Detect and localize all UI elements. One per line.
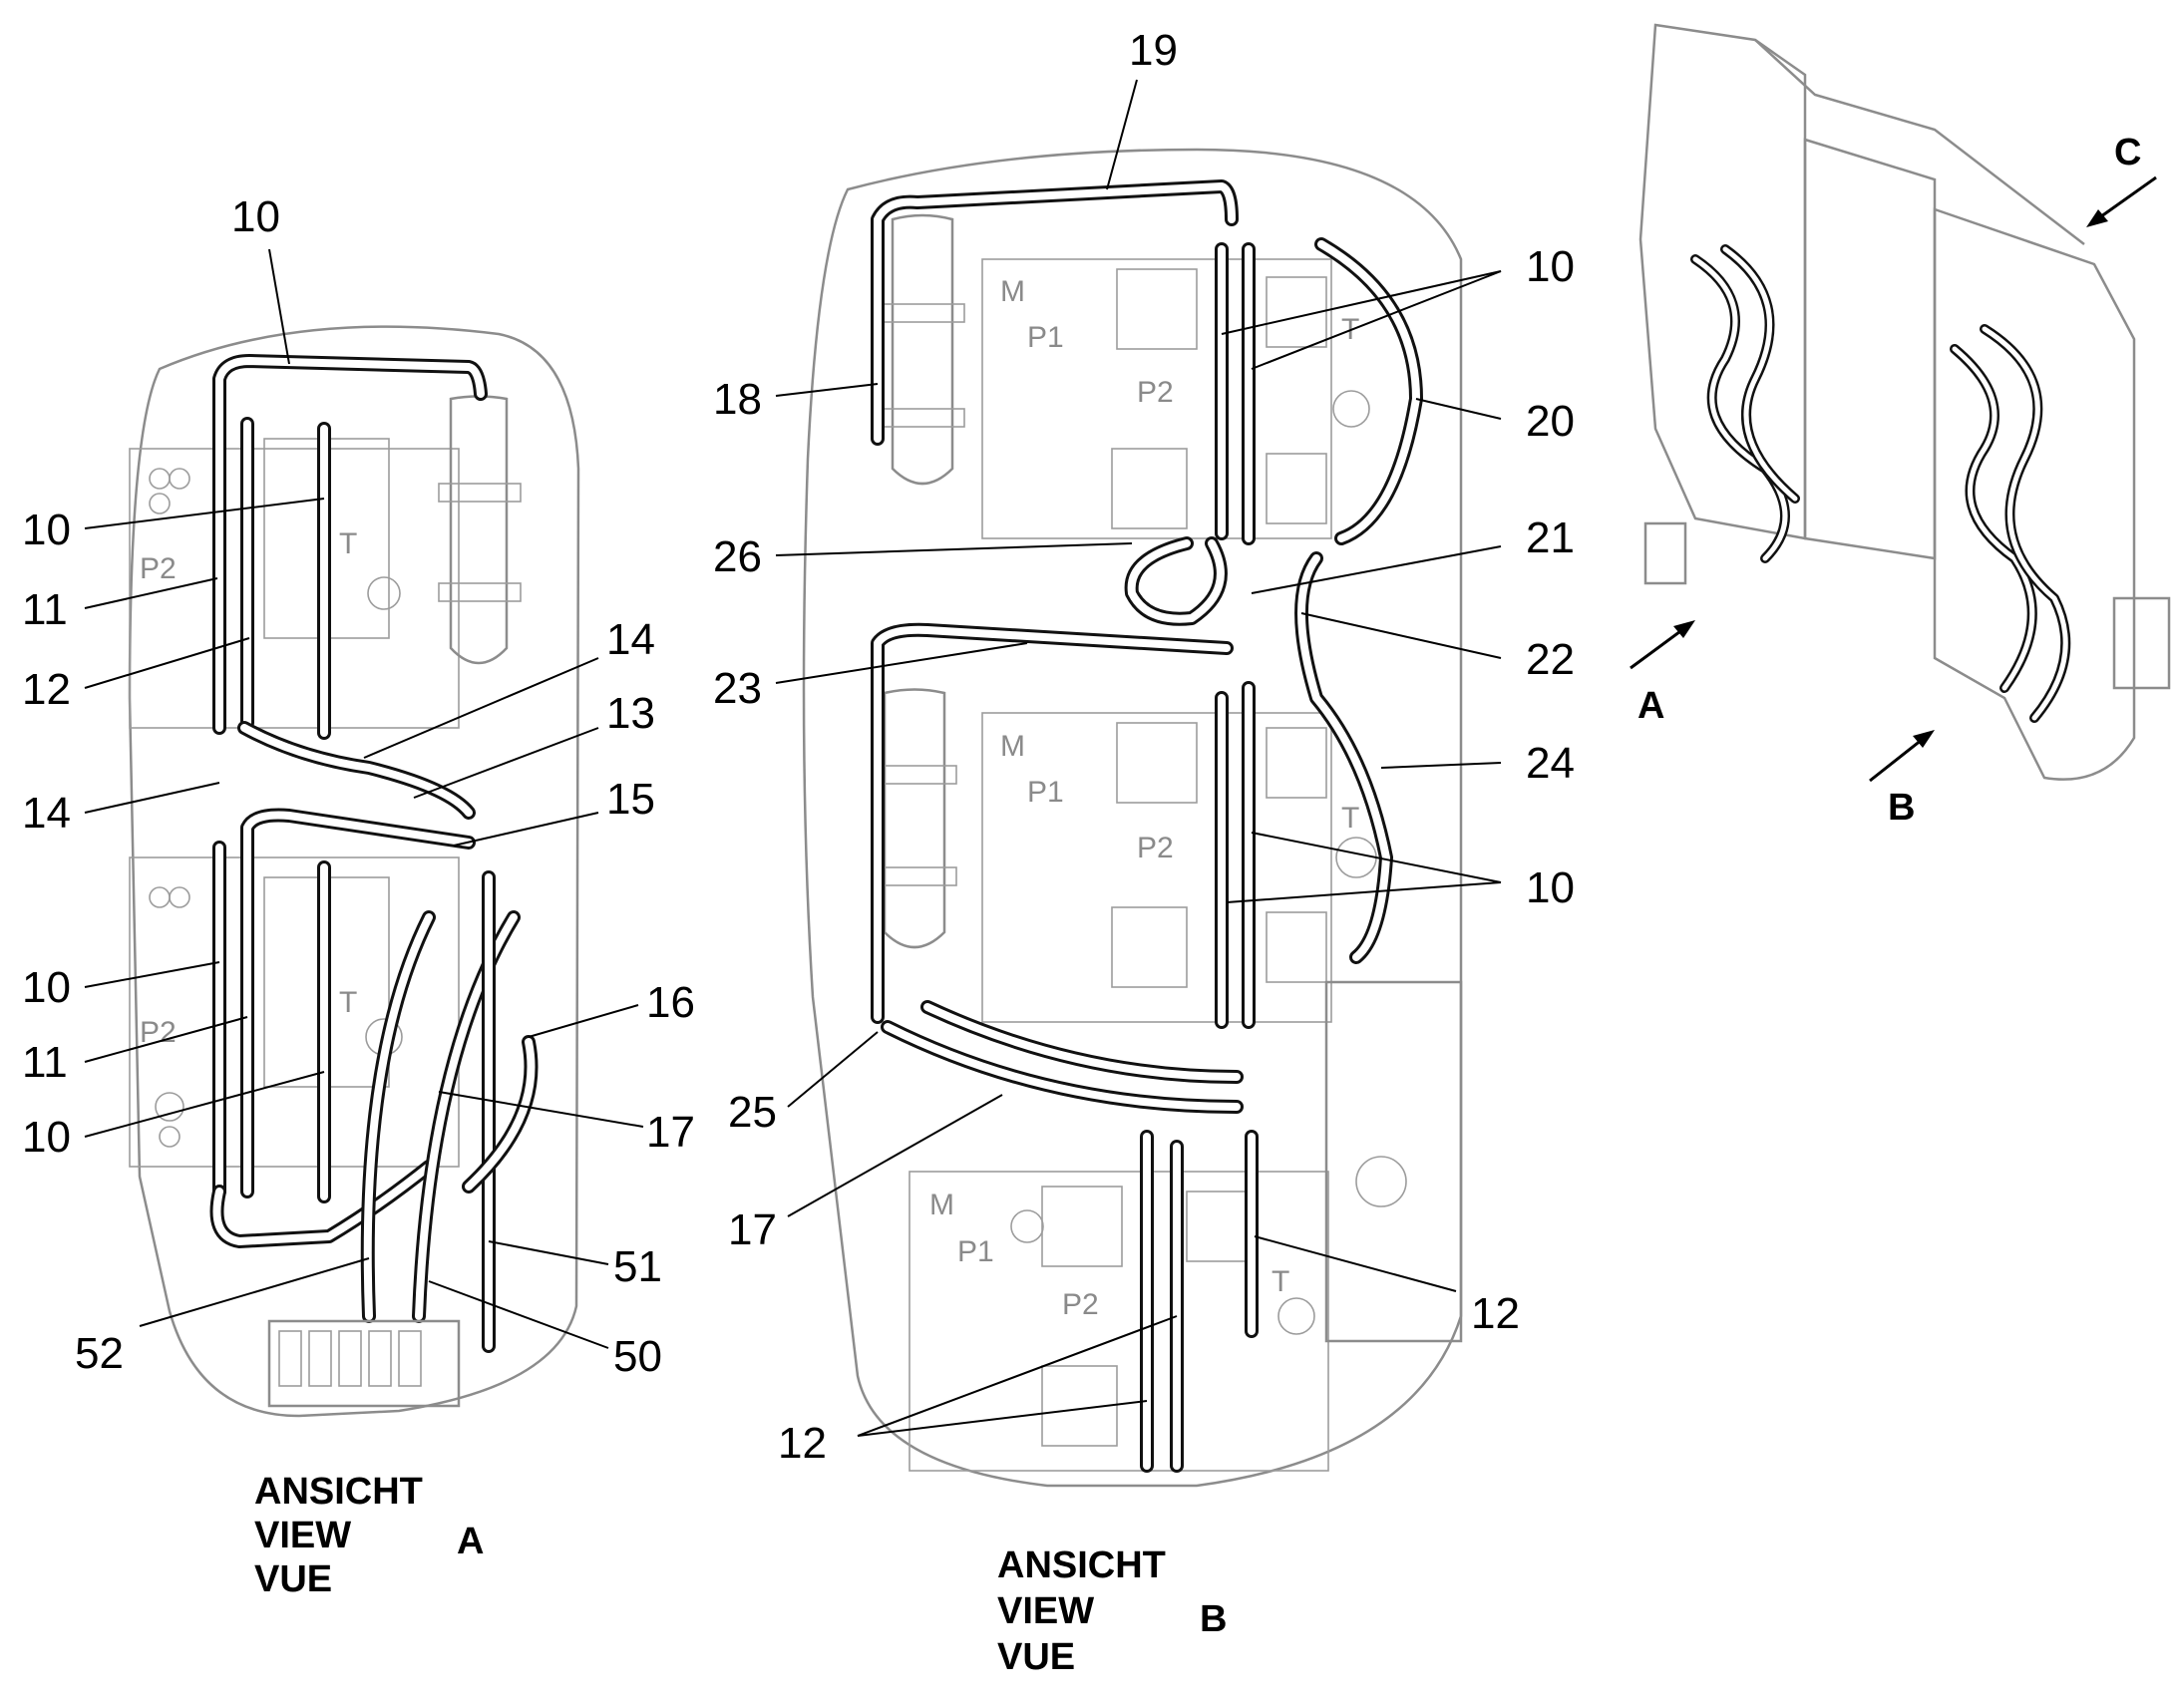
view-a-plate-label: T xyxy=(339,527,357,560)
view-a-solenoid-manifold xyxy=(267,1319,461,1408)
view-b-plate-label: P2 xyxy=(1137,832,1174,864)
iso-center-panel xyxy=(1803,138,1937,560)
view-arrow-label: C xyxy=(2114,132,2141,173)
view-b-accumulator-upper xyxy=(891,213,954,486)
view-a-solenoid-valves xyxy=(278,1330,422,1387)
callout-label: 50 xyxy=(613,1332,662,1381)
iso-top-rail xyxy=(1754,39,2085,245)
callout-label: 52 xyxy=(75,1329,124,1378)
view-b-side-frame xyxy=(1324,980,1463,1343)
callout-label: 17 xyxy=(646,1108,695,1157)
callout-label: 15 xyxy=(606,775,655,824)
callout-label: 16 xyxy=(646,978,695,1027)
view-b-plate-label: P1 xyxy=(957,1235,994,1268)
callout-label: 25 xyxy=(728,1088,777,1137)
view-b-drawing: M P1 P2 T M P1 P2 T M P1 P2 T xyxy=(802,148,1463,1488)
view-a-callouts: 10 10 11 12 14 13 14 15 10 11 10 16 17 5… xyxy=(22,192,695,1381)
caption-letter: A xyxy=(457,1521,484,1562)
view-arrow-a xyxy=(1630,624,1688,670)
view-b-callouts: 19 10 18 20 26 21 22 23 24 10 25 17 12 1… xyxy=(713,26,1575,1468)
view-b-plate-label: T xyxy=(1272,1265,1289,1298)
callout-label: 14 xyxy=(606,615,655,664)
view-a-accumulator xyxy=(449,395,509,665)
iso-hose-bundle xyxy=(1690,244,2071,723)
caption-line: ANSICHT xyxy=(997,1544,1166,1586)
callout-label: 10 xyxy=(231,192,280,241)
callout-label: 10 xyxy=(1526,242,1575,291)
callout-label: 11 xyxy=(22,1038,68,1087)
view-a-accumulator-clamp-lower xyxy=(438,582,522,602)
view-b-port-circles xyxy=(1010,390,1407,1335)
view-b-plate-label: P1 xyxy=(1027,321,1064,354)
callout-label: 14 xyxy=(22,789,71,838)
iso-left-panel xyxy=(1638,23,1807,540)
view-b-plate-label: T xyxy=(1341,802,1359,835)
arrowhead-icon xyxy=(2086,209,2108,227)
view-a-housing-outline xyxy=(128,325,580,1418)
arrowhead-icon xyxy=(1913,730,1935,748)
callout-label: 13 xyxy=(606,689,655,738)
view-arrow-b xyxy=(1869,734,1928,783)
callout-label: 17 xyxy=(728,1205,777,1254)
view-a-drawing: P2 T P2 T xyxy=(128,325,580,1418)
view-a-plate-label: T xyxy=(339,986,357,1019)
view-a-accumulator-clamp-upper xyxy=(438,483,522,503)
view-b-caption: ANSICHT VIEW VUE B xyxy=(997,1544,1227,1678)
caption-line: VUE xyxy=(997,1636,1075,1678)
view-a-plate-label: P2 xyxy=(140,1016,177,1049)
view-arrow-c xyxy=(2093,175,2157,223)
iso-mount-block xyxy=(2112,596,2171,690)
caption-line: ANSICHT xyxy=(254,1471,423,1513)
callout-label: 21 xyxy=(1526,513,1575,562)
view-a-port-circles xyxy=(149,468,403,1148)
callout-label: 12 xyxy=(778,1419,827,1468)
arrowhead-icon xyxy=(1673,620,1695,638)
view-a-hoses xyxy=(209,354,539,1353)
callout-label: 23 xyxy=(713,664,762,713)
callout-label: 10 xyxy=(22,963,71,1012)
caption-line: VIEW xyxy=(997,1590,1094,1632)
callout-label: 22 xyxy=(1526,635,1575,684)
view-b-plate-label: P1 xyxy=(1027,776,1064,809)
view-b-hoses xyxy=(871,179,1423,1473)
view-b-plate-label: M xyxy=(929,1189,954,1221)
callout-label: 12 xyxy=(1471,1289,1520,1338)
view-a-caption: ANSICHT VIEW VUE A xyxy=(254,1471,484,1600)
view-b-plate-label: M xyxy=(1000,730,1025,763)
view-a-valve-block-upper xyxy=(129,448,460,729)
view-b-plate-label: M xyxy=(1000,275,1025,308)
caption-line: VIEW xyxy=(254,1515,351,1556)
callout-label: 18 xyxy=(713,375,762,424)
iso-mount-block xyxy=(1643,521,1687,585)
callout-label: 10 xyxy=(1526,863,1575,912)
view-b-plate-label: P2 xyxy=(1062,1288,1099,1321)
view-arrow-label: B xyxy=(1888,787,1915,829)
view-b-housing-outline xyxy=(802,148,1463,1488)
callout-label: 12 xyxy=(22,665,71,714)
iso-right-panel xyxy=(1933,207,2136,781)
callout-label: 51 xyxy=(613,1242,662,1291)
view-a-plate-label: P2 xyxy=(140,552,177,585)
view-b-valve-squares xyxy=(1041,268,1327,1447)
callout-label: 10 xyxy=(22,506,71,554)
view-arrow-label: A xyxy=(1637,685,1664,727)
view-b-plate-label: P2 xyxy=(1137,376,1174,409)
view-b-valve-block-middle xyxy=(981,712,1332,1023)
caption-letter: B xyxy=(1200,1598,1227,1640)
callout-label: 10 xyxy=(22,1113,71,1162)
caption-line: VUE xyxy=(254,1558,332,1600)
callout-label: 24 xyxy=(1526,739,1575,788)
isometric-assembly: A B C xyxy=(1630,23,2171,829)
view-b-valve-block-upper xyxy=(981,258,1332,539)
callout-label: 26 xyxy=(713,532,762,581)
view-b-accumulator-middle xyxy=(883,688,946,949)
callout-label: 11 xyxy=(22,585,68,634)
view-a-valve-block-lower xyxy=(129,856,460,1168)
callout-label: 20 xyxy=(1526,397,1575,446)
callout-label: 19 xyxy=(1129,26,1178,75)
view-b-valve-block-lower xyxy=(908,1171,1329,1472)
